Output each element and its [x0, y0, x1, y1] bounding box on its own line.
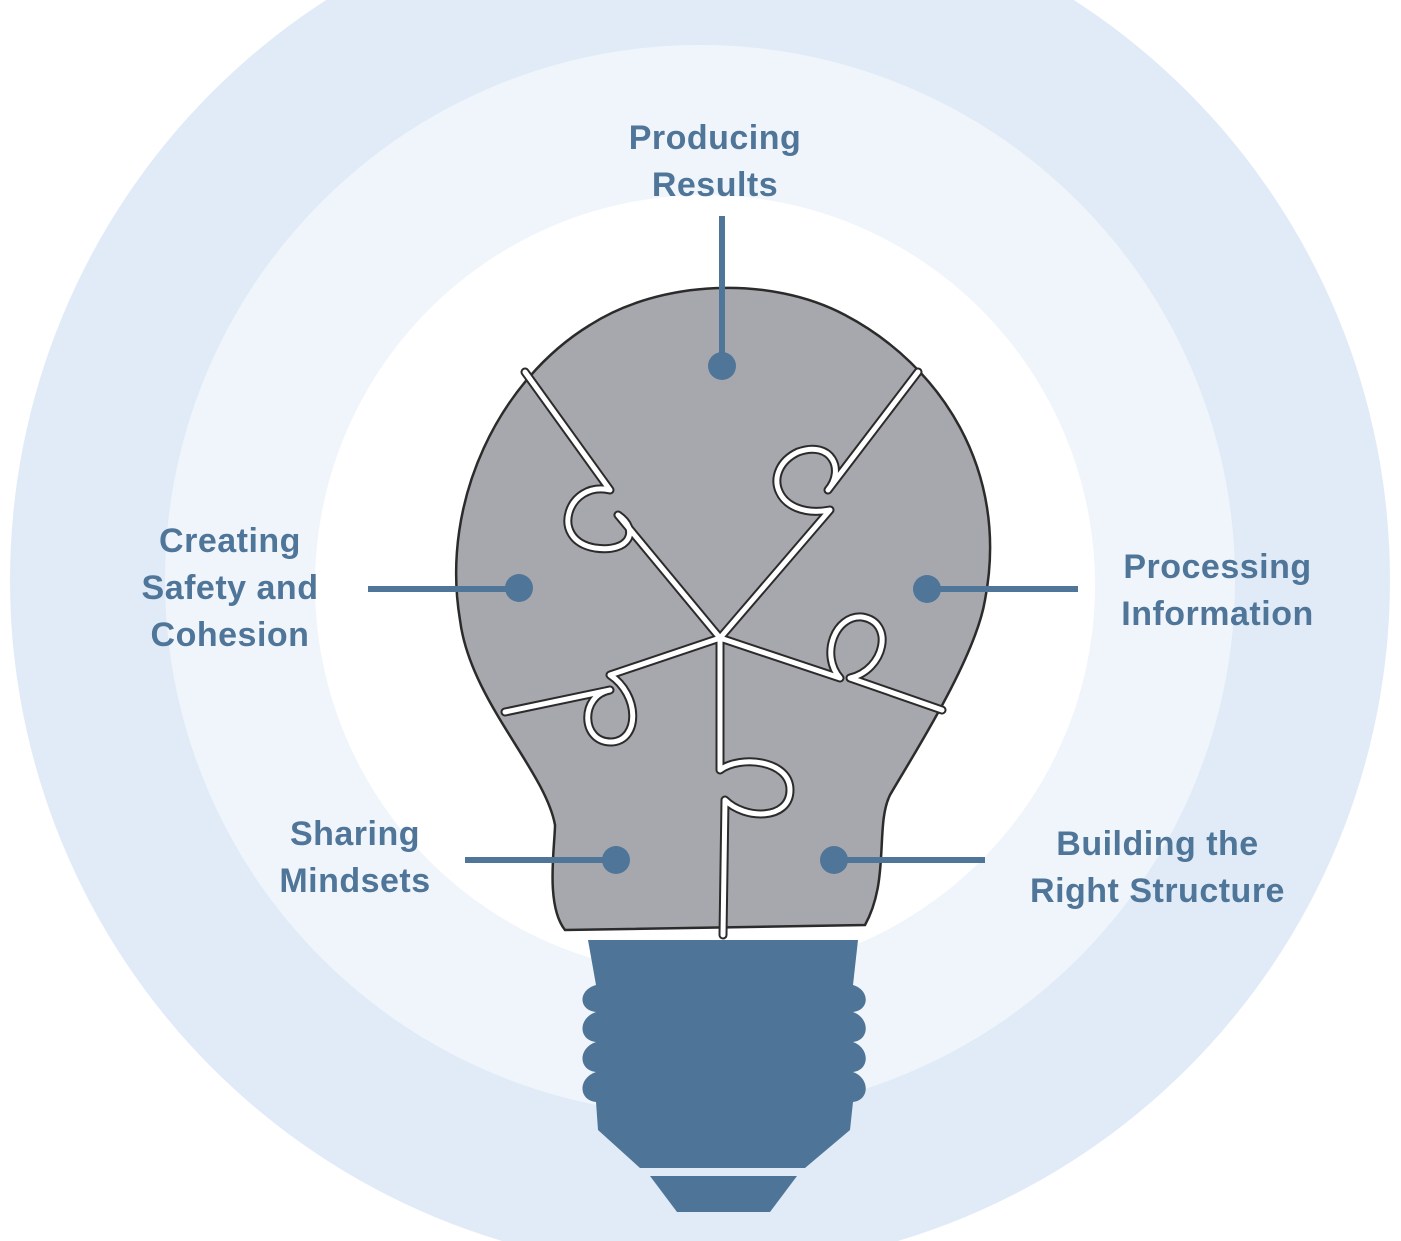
label-building-right-structure: Building the Right Structure	[990, 821, 1325, 915]
connector-bottom-left-dot	[602, 846, 630, 874]
label-processing-information: Processing Information	[1080, 544, 1355, 638]
connector-left-dot	[505, 574, 533, 602]
connector-right-dot	[913, 575, 941, 603]
label-right-line2: Information	[1121, 595, 1314, 633]
label-producing-results: Producing Results	[575, 115, 855, 209]
label-top-line2: Results	[651, 166, 779, 204]
connector-bottom-right-dot	[820, 846, 848, 874]
label-creating-safety-cohesion: Creating Safety and Cohesion	[100, 518, 360, 659]
label-right-line1: Processing	[1123, 548, 1312, 586]
label-left-line3: Cohesion	[150, 616, 310, 654]
bulb-base	[582, 940, 866, 1168]
label-bottom-left-line1: Sharing	[289, 815, 421, 853]
puzzle-seams	[500, 367, 947, 940]
label-bottom-left-line2: Mindsets	[279, 862, 431, 900]
bulb-tip	[650, 1176, 797, 1212]
label-sharing-mindsets: Sharing Mindsets	[240, 811, 470, 905]
label-top-line1: Producing	[628, 119, 802, 157]
connector-top-dot	[708, 352, 736, 380]
label-left-line1: Creating	[159, 522, 301, 560]
label-bottom-right-line1: Building the	[1056, 825, 1259, 863]
label-left-line2: Safety and	[141, 569, 319, 607]
label-bottom-right-line2: Right Structure	[1030, 872, 1285, 910]
connectors	[368, 216, 1078, 874]
